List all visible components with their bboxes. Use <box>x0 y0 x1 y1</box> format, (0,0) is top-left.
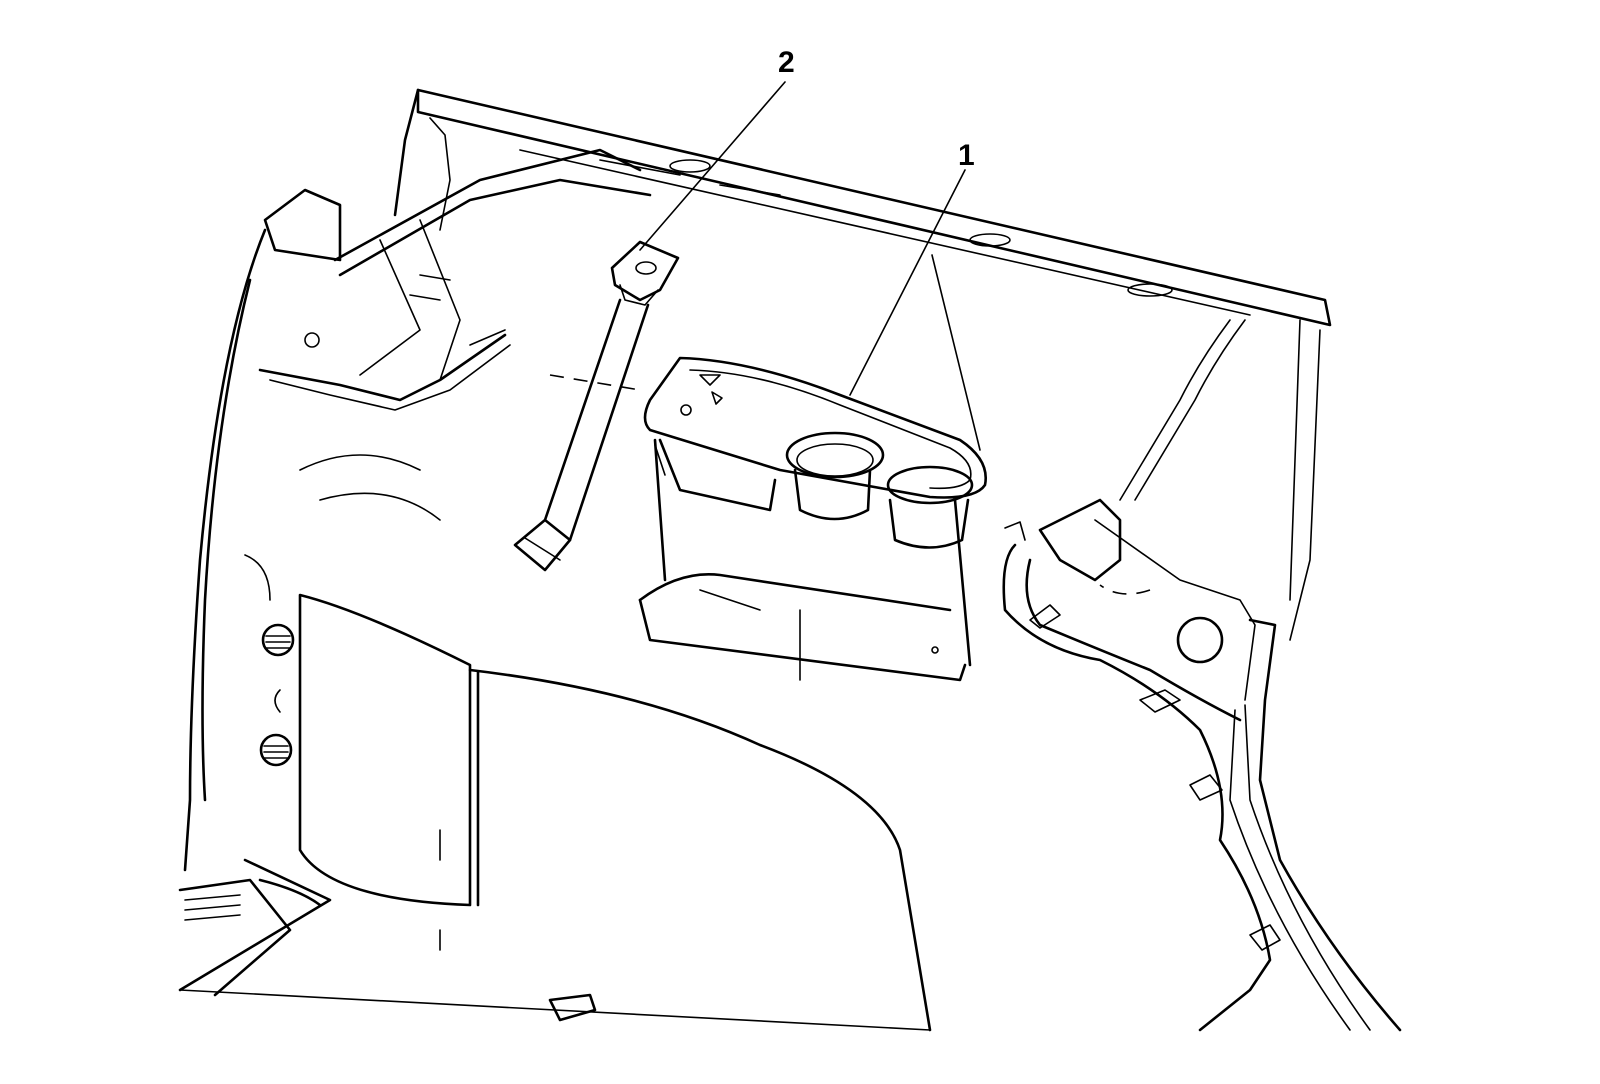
quarter-trim-panel <box>178 228 932 1032</box>
left-upper-pillar <box>258 148 652 411</box>
cup-holder-module <box>638 356 988 682</box>
seat-belt-guide <box>513 240 680 572</box>
callout-1-label: 1 <box>958 139 975 172</box>
right-rear-pillar <box>1002 319 1402 1032</box>
callout-2-label: 2 <box>778 46 795 79</box>
rear-header-frame <box>393 88 1332 641</box>
callout-leaders <box>639 81 981 451</box>
